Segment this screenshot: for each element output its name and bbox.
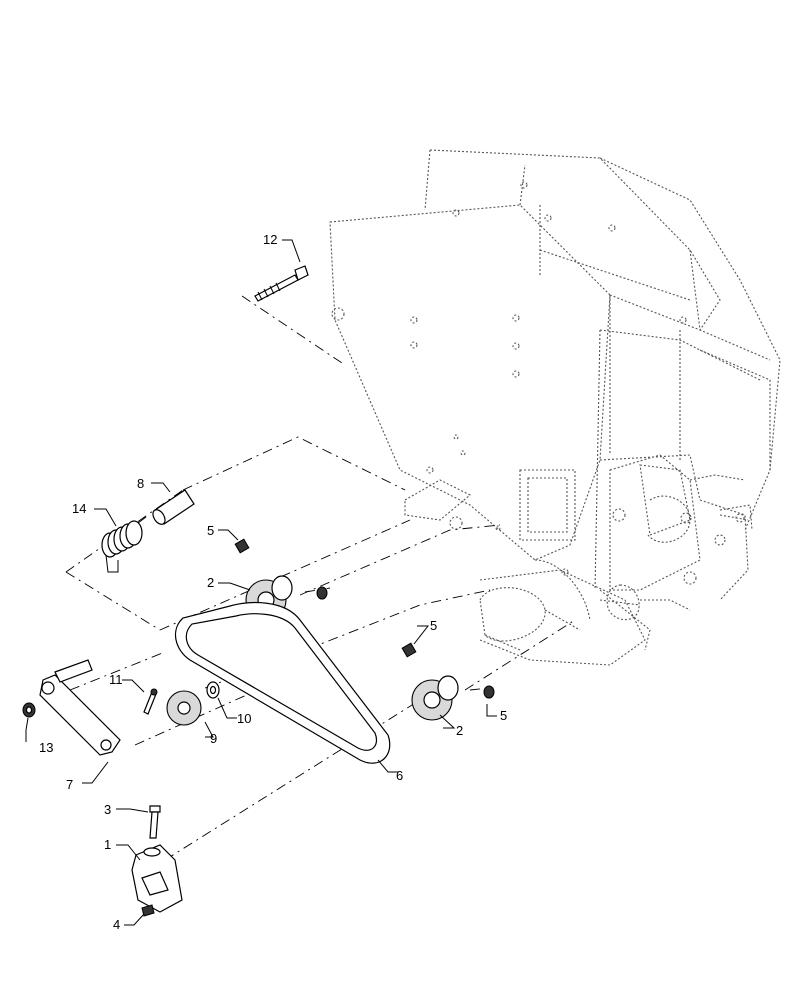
callout-5-upper-left: 5 [207,523,214,538]
part-5-setscrews [234,538,495,699]
part-8-spacer [152,489,195,525]
leader-lines [25,239,497,926]
housing-frame [329,149,781,666]
part-2-sprocket-lower [411,675,459,721]
callout-14: 14 [72,501,86,516]
callout-labels: 12 8 14 5 2 5 5 2 6 11 9 10 13 7 3 1 4 [39,232,507,932]
callout-2-lower: 2 [456,723,463,738]
part-1-bracket [131,844,183,913]
assembly-lines [65,295,576,861]
callout-11: 11 [109,672,123,687]
callout-9: 9 [210,731,217,746]
part-4-nut [141,904,155,917]
callout-5-lower-left: 5 [430,618,437,633]
part-2-sprocket-upper [245,575,293,621]
callout-1: 1 [104,837,111,852]
callout-7: 7 [66,777,73,792]
callout-12: 12 [263,232,277,247]
callout-13: 13 [39,740,53,755]
callout-4: 4 [113,917,120,932]
part-9-idler-sprocket [166,690,202,726]
part-11-pin [143,688,158,715]
part-6-chain [174,601,391,764]
part-13-nut [22,702,36,718]
part-12-bolt [254,265,309,302]
callout-3: 3 [104,802,111,817]
callout-2-upper: 2 [207,575,214,590]
part-14-spring [101,516,147,573]
part-7-idler-arm [39,659,121,756]
part-3-bolt [149,805,161,839]
callout-5-lower-right: 5 [500,708,507,723]
part-10-washer [206,681,220,699]
callout-6: 6 [396,768,403,783]
callout-10: 10 [237,711,251,726]
callout-8: 8 [137,476,144,491]
